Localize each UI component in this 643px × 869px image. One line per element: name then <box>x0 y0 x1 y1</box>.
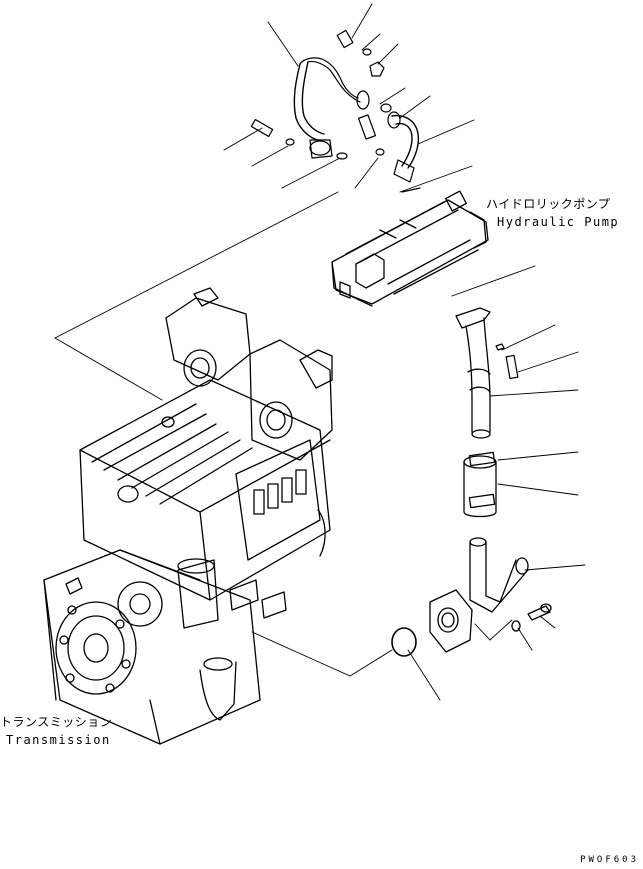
suction-pipe-top <box>293 57 370 159</box>
transmission-label-jp: トランスミッション <box>0 715 113 729</box>
small-bolt-right <box>495 343 519 380</box>
hose-clamp-sleeve <box>463 451 497 518</box>
hydraulic-pump-label-jp: ハイドロリックポンプ <box>486 197 611 211</box>
drawing-code: PWOF603 <box>580 855 639 865</box>
transmission-label-en: Transmission <box>6 733 111 747</box>
suction-tube <box>455 307 491 439</box>
pressure-hose <box>387 111 421 193</box>
o-ring <box>391 627 417 657</box>
transmission-body <box>43 287 333 745</box>
hydraulic-pump-label-en: Hydraulic Pump <box>497 215 620 229</box>
elbow-pipe-flange <box>429 537 552 653</box>
leader-lines <box>54 3 586 701</box>
hydraulic-pump <box>331 190 489 307</box>
fittings-top <box>250 29 392 160</box>
